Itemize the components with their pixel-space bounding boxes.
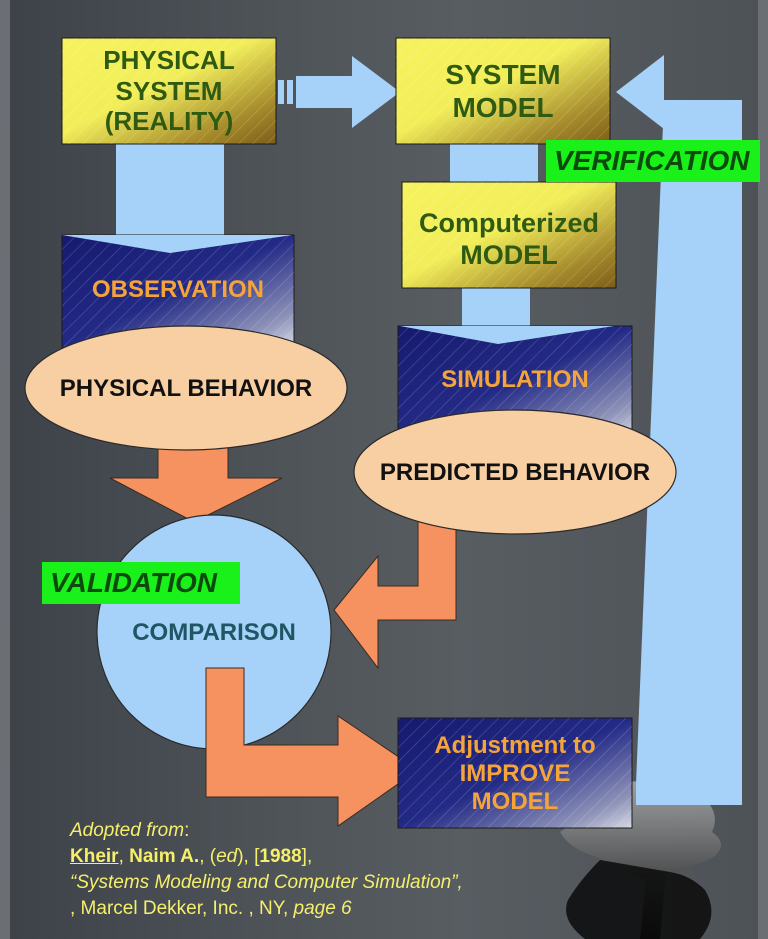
simulation-label: SIMULATION: [441, 365, 589, 393]
predicted-behavior-label: PREDICTED BEHAVIOR: [379, 458, 651, 486]
credit-line-1: Adopted from:: [70, 820, 190, 841]
predicted-to-comparison-arrow: [333, 504, 457, 670]
system-model-label: SYSTEM MODEL: [445, 58, 561, 123]
adjustment-label: Adjustment to IMPROVE MODEL: [434, 731, 596, 816]
author-last-name: Kheir: [70, 846, 119, 867]
physical-behavior-ellipse: [24, 325, 348, 451]
validation-tag: VALIDATION: [42, 562, 240, 604]
computerized-model-label: Computerized MODEL: [418, 208, 599, 270]
behavior-to-comparison-arrow: [109, 439, 283, 523]
right-edge-strip: [758, 0, 768, 939]
physical-to-observation-arrow: [62, 143, 292, 253]
physical-behavior-label: PHYSICAL BEHAVIOR: [59, 374, 313, 402]
physical-system-label: PHYSICAL SYSTEM (REALITY): [103, 44, 235, 137]
physical-to-model-arrow: [278, 56, 400, 128]
left-edge-strip: [0, 0, 10, 939]
credit-line-2: Kheir, Naim A., (ed), [1988],: [70, 846, 313, 867]
credit-line-4: , Marcel Dekker, Inc. , NY, page 6: [70, 898, 352, 919]
predicted-behavior-ellipse: [353, 409, 677, 535]
verification-tag: VERIFICATION: [546, 140, 760, 182]
comparison-to-adjustment-arrow: [205, 667, 419, 827]
observation-label: OBSERVATION: [91, 275, 265, 303]
credit-line-3: “Systems Modeling and Computer Simulatio…: [70, 872, 463, 893]
source-credit: Adopted from: Kheir, Naim A., (ed), [198…: [70, 818, 463, 922]
comparison-label: COMPARISON: [132, 618, 296, 646]
